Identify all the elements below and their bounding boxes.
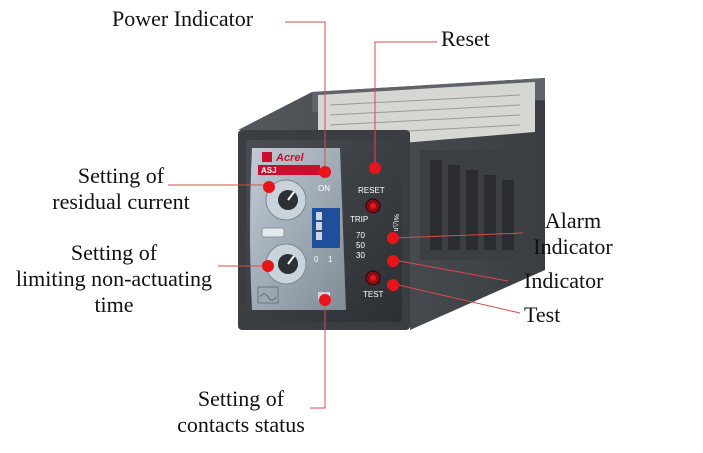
trip-value-1: 70	[356, 231, 365, 240]
marker-dots	[262, 162, 399, 306]
callout-setting-residual-line2: residual current	[52, 189, 190, 214]
cover-latch[interactable]	[261, 227, 285, 238]
leader-alarm-indicator	[393, 232, 524, 239]
leader-test	[393, 283, 521, 314]
callout-indicator: Indicator	[524, 268, 604, 293]
callout-setting-residual-line1: Setting of	[77, 163, 165, 188]
test-label: TEST	[363, 290, 384, 299]
brand-name: Acrel	[275, 152, 304, 164]
dip-label-0: 0	[314, 255, 319, 264]
trip-value-3: 30	[356, 251, 365, 260]
dot-contacts-status	[319, 294, 331, 306]
dot-residual-current	[263, 181, 275, 193]
model-strip	[258, 165, 320, 175]
callout-setting-contacts: Setting of contacts status	[166, 386, 316, 438]
on-label: ON	[318, 184, 330, 193]
dot-alarm-indicator	[387, 232, 399, 244]
callout-alarm-indicator-line2: Indicator	[533, 234, 613, 259]
dot-indicator	[387, 255, 399, 267]
brand-logo	[262, 152, 272, 162]
callout-setting-contacts-line2: contacts status	[177, 412, 305, 437]
callout-setting-time-line1: Setting of	[70, 240, 158, 265]
callout-setting-time: Setting of limiting non-actuating time	[2, 240, 226, 318]
leader-reset	[374, 41, 437, 164]
model-name: ASJ	[261, 166, 277, 175]
callout-setting-residual: Setting of residual current	[51, 163, 191, 215]
callout-power-indicator: Power Indicator	[112, 6, 254, 31]
trip-label: TRIP	[350, 215, 368, 224]
callout-reset: Reset	[441, 26, 490, 51]
callout-test: Test	[524, 302, 561, 327]
leader-lines	[168, 21, 524, 409]
trip-value-2: 50	[356, 241, 365, 250]
callout-setting-contacts-line1: Setting of	[197, 386, 285, 411]
leader-contacts-status	[310, 303, 326, 409]
leader-power-indicator	[285, 21, 326, 167]
callout-alarm-indicator: Alarm Indicator	[528, 208, 618, 260]
reset-label: RESET	[358, 186, 385, 195]
dot-time-setting	[262, 260, 274, 272]
unit-label: %I△n	[392, 214, 399, 232]
dip-label-1: 1	[328, 255, 333, 264]
callout-setting-time-line2: limiting non-actuating	[15, 266, 213, 291]
dot-reset	[369, 162, 381, 174]
leader-indicator	[393, 259, 509, 282]
callout-alarm-indicator-line1: Alarm	[544, 208, 602, 233]
dot-test	[387, 279, 399, 291]
device-body	[238, 78, 545, 330]
dot-power-indicator	[319, 166, 331, 178]
callout-setting-time-line3: time	[94, 292, 134, 317]
waveform-icon	[257, 286, 279, 304]
